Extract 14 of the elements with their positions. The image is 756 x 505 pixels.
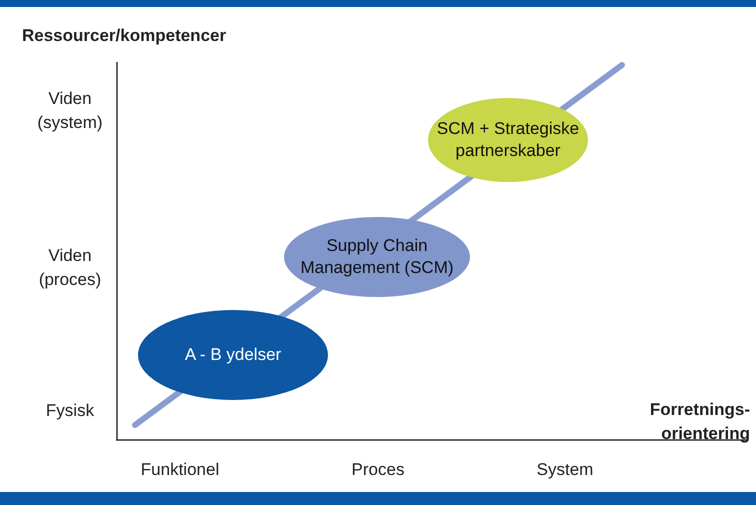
axis-tick-label: Funktionel <box>140 460 220 480</box>
axis-tick-label: System <box>536 460 594 480</box>
node-label: SCM + Strategiske partnerskaber <box>436 118 580 162</box>
ellipse-node <box>284 217 470 297</box>
node-label: Supply Chain Management (SCM) <box>299 235 455 279</box>
axis-tick-label: Viden (system) <box>36 88 104 134</box>
node-label: A - B ydelser <box>184 344 282 366</box>
axis-tick-label: Proces <box>350 460 406 480</box>
ellipse-node <box>138 310 328 400</box>
axis-tick-label: Viden (proces) <box>38 245 102 291</box>
ellipse-node <box>428 98 588 182</box>
axis-title: Forretnings-orientering <box>648 399 750 445</box>
axis-tick-label: Fysisk <box>44 400 96 422</box>
axis-title: Ressourcer/kompetencer <box>22 26 226 46</box>
